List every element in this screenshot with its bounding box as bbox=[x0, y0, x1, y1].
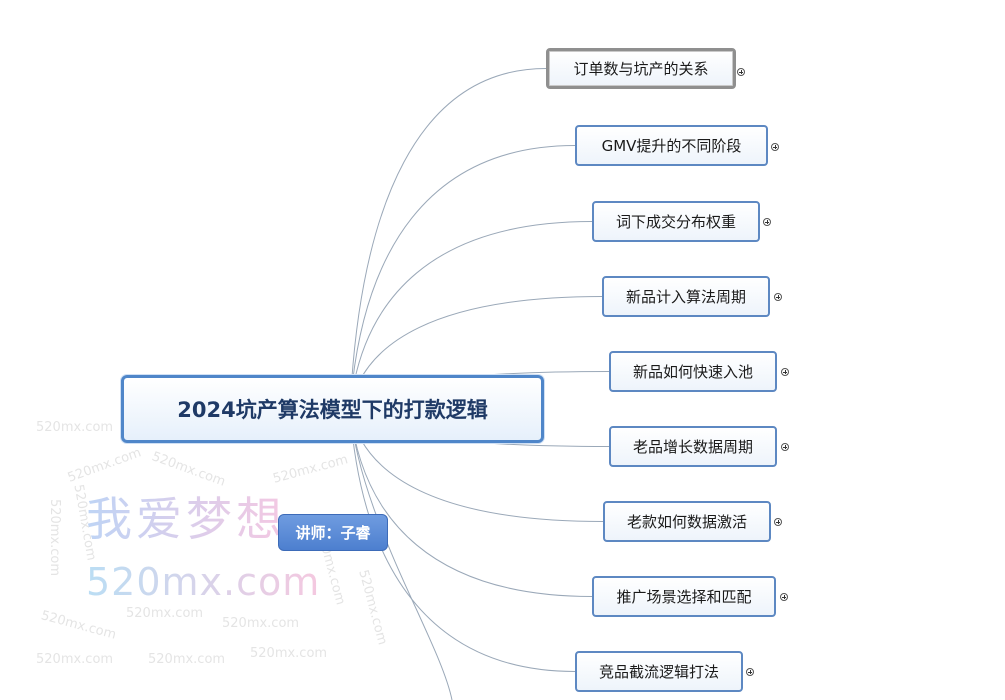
watermark-site-text: 520mx.com bbox=[86, 560, 321, 604]
watermark-text: 520mx.com bbox=[222, 616, 300, 631]
expand-icon[interactable] bbox=[771, 143, 779, 151]
watermark-text: 520mx.com bbox=[36, 420, 114, 435]
expand-icon[interactable] bbox=[781, 443, 789, 451]
expand-icon[interactable] bbox=[763, 218, 771, 226]
expand-icon[interactable] bbox=[737, 68, 745, 76]
topic-node[interactable]: GMV提升的不同阶段 bbox=[575, 125, 768, 166]
branch-line bbox=[349, 68, 547, 410]
topic-node[interactable]: 竞品截流逻辑打法 bbox=[575, 651, 743, 692]
topic-node[interactable]: 推广场景选择和匹配 bbox=[592, 576, 776, 617]
expand-icon[interactable] bbox=[780, 593, 788, 601]
branch-line bbox=[349, 221, 593, 410]
watermark-text: 520mx.com bbox=[148, 652, 226, 667]
topic-node[interactable]: 新品计入算法周期 bbox=[602, 276, 770, 317]
topic-node[interactable]: 新品如何快速入池 bbox=[609, 351, 777, 392]
topic-node[interactable]: 老款如何数据激活 bbox=[603, 501, 771, 542]
branch-line bbox=[349, 145, 576, 410]
expand-icon[interactable] bbox=[746, 668, 754, 676]
root-topic[interactable]: 2024坑产算法模型下的打款逻辑 bbox=[121, 375, 544, 443]
expand-icon[interactable] bbox=[781, 368, 789, 376]
topic-node[interactable]: 老品增长数据周期 bbox=[609, 426, 777, 467]
watermark-text: 520mx.com bbox=[250, 646, 328, 661]
watermark-text: 520mx.com bbox=[126, 606, 204, 621]
expand-icon[interactable] bbox=[774, 518, 782, 526]
expand-icon[interactable] bbox=[774, 293, 782, 301]
branch-line bbox=[349, 408, 593, 597]
watermark-logo-text: 我爱梦想 bbox=[86, 483, 286, 549]
lecturer-tag[interactable]: 讲师：子睿 bbox=[278, 514, 388, 551]
topic-node[interactable]: 词下成交分布权重 bbox=[592, 201, 760, 242]
watermark-text: 520mx.com bbox=[47, 498, 63, 577]
topic-node[interactable]: 订单数与坑产的关系 bbox=[546, 48, 736, 89]
watermark-text: 520mx.com bbox=[36, 652, 114, 667]
branch-line bbox=[349, 408, 453, 700]
